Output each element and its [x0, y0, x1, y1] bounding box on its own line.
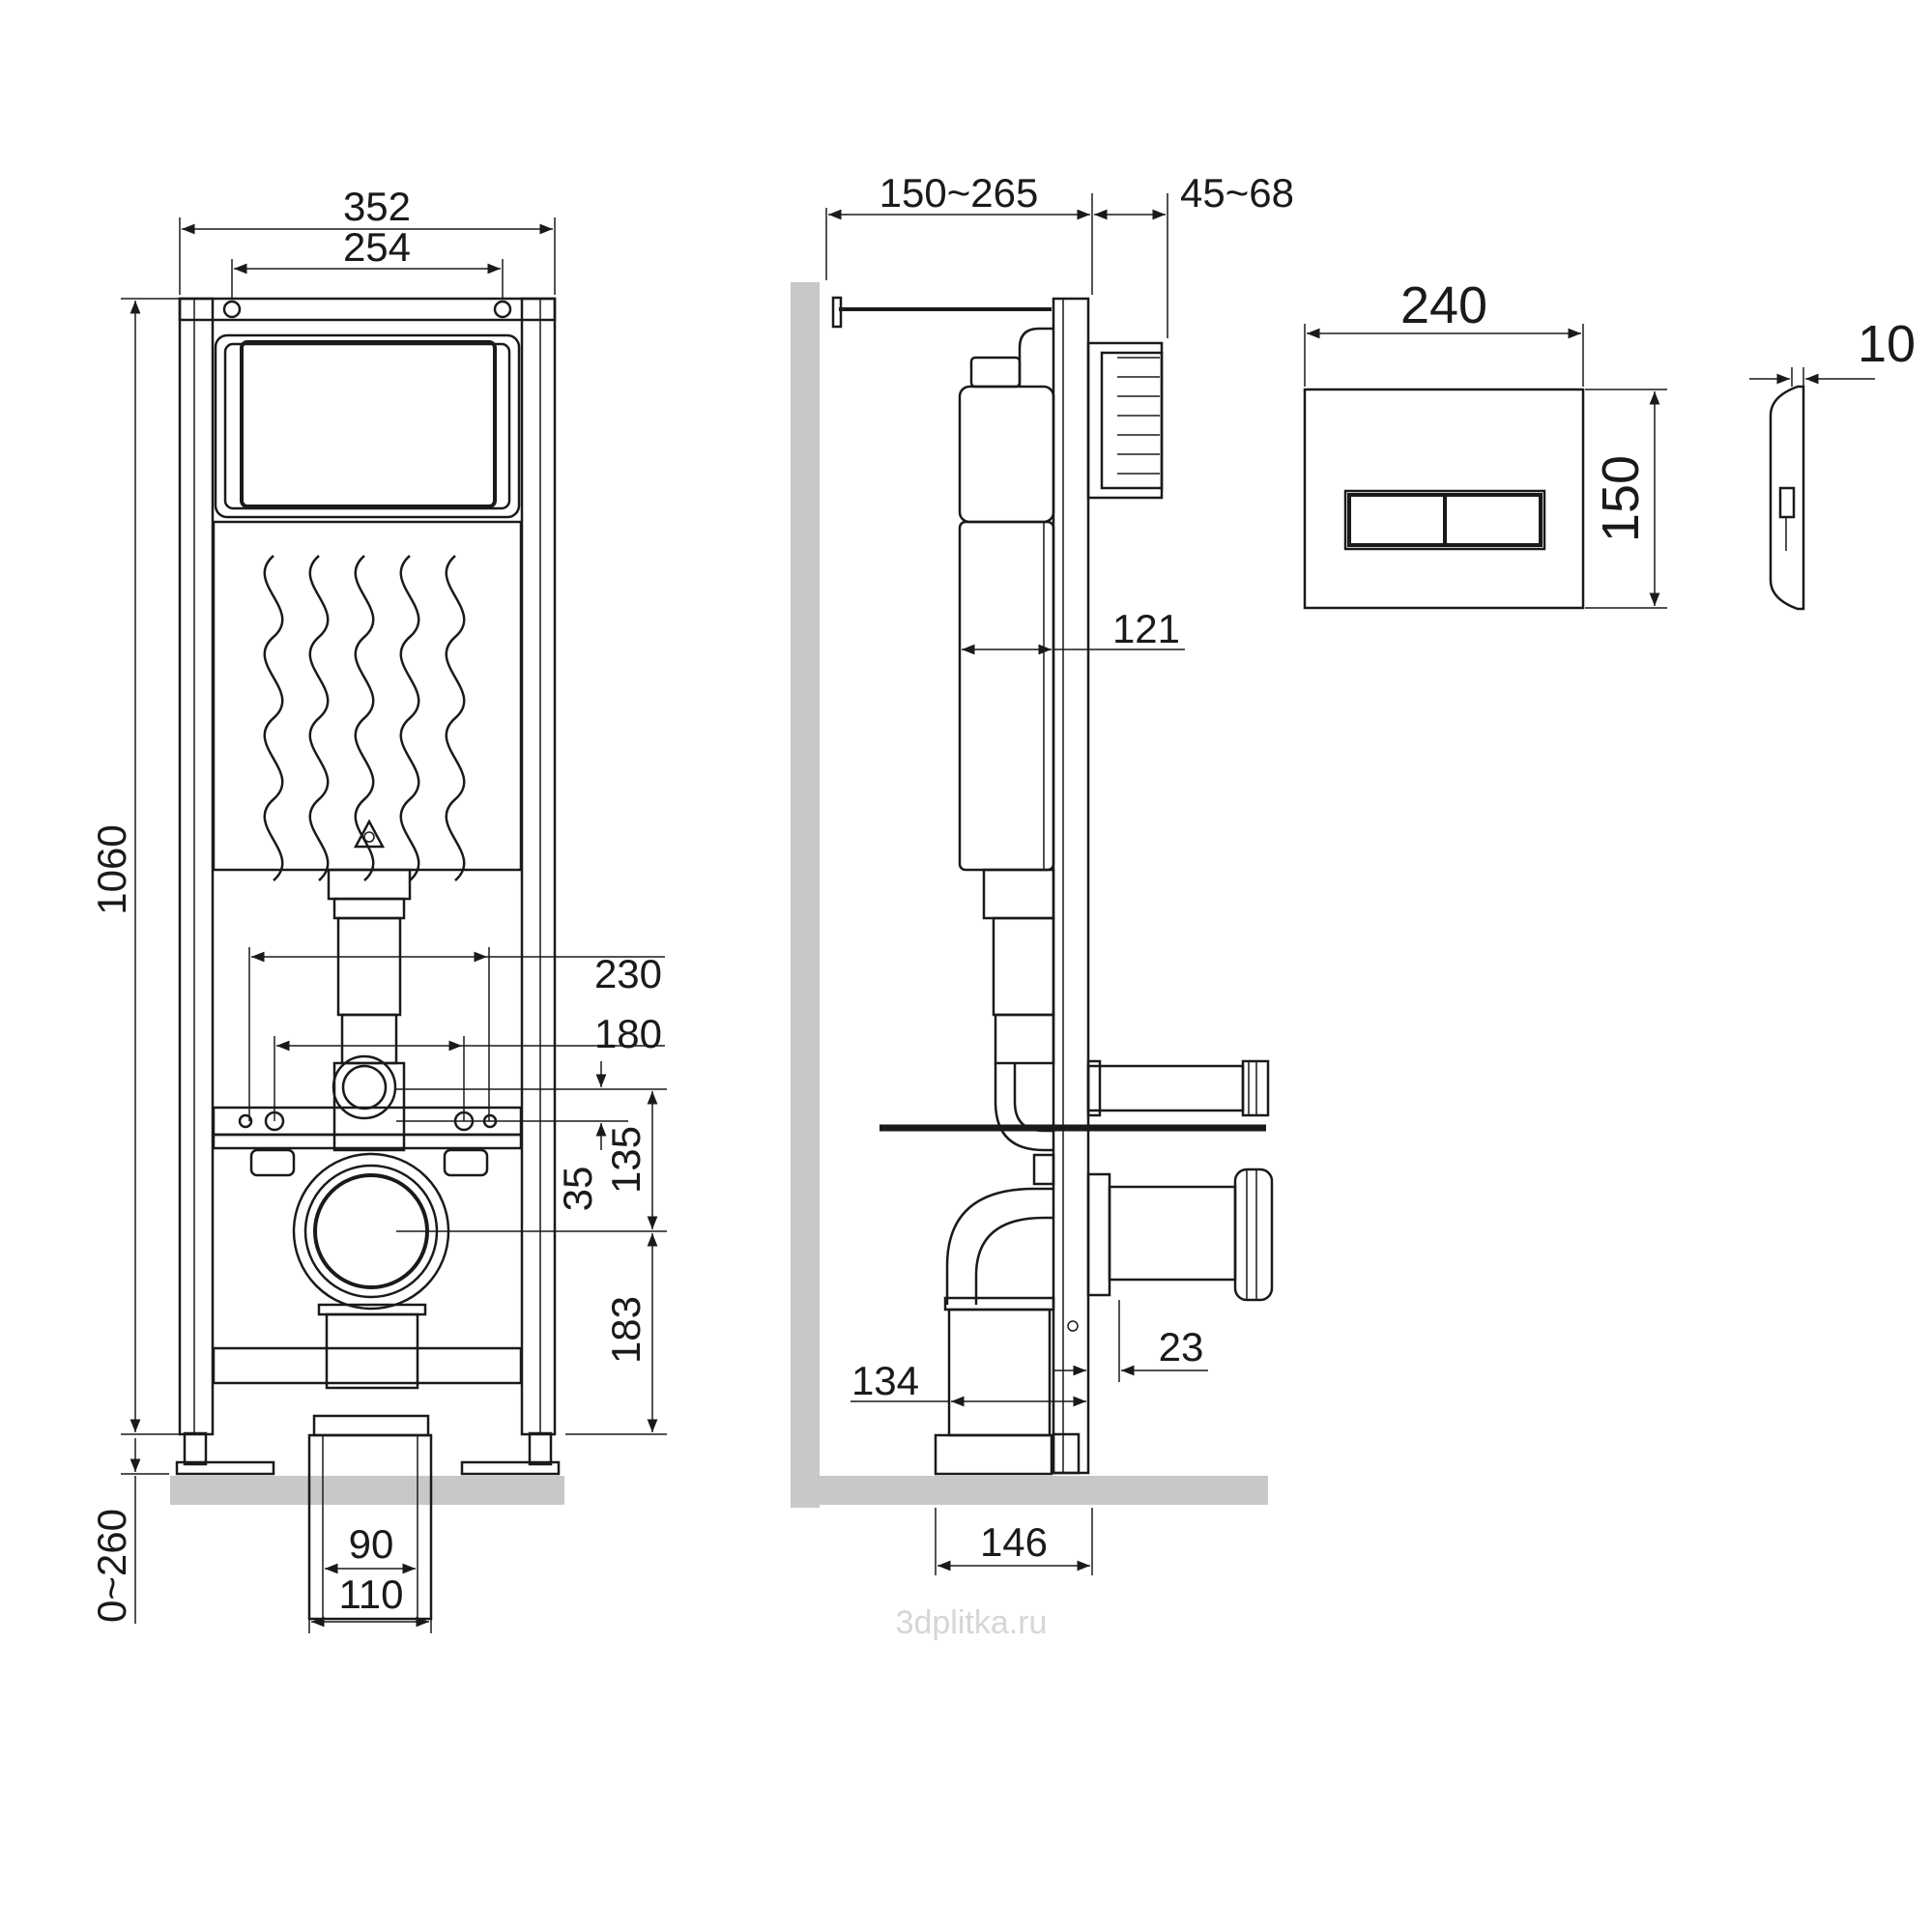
dim-tank-depth: 121 [1112, 606, 1180, 651]
drain-elbow [945, 1187, 1053, 1305]
dim-wall-gap: 150~265 [879, 170, 1039, 216]
front-view [170, 297, 564, 1621]
dim-button-adjust: 45~68 [1180, 170, 1294, 216]
frame-left-post [178, 297, 215, 1436]
dim-outlet-offset: 23 [1159, 1324, 1204, 1370]
flush-plate-dimensions [1304, 324, 1875, 609]
dim-plate-thickness: 10 [1858, 315, 1916, 373]
side-dimension-labels: 150~265 45~68 121 23 134 146 [851, 170, 1294, 1565]
dim-outlet-gap: 135 [603, 1126, 649, 1194]
flush-button-housing [1086, 341, 1164, 500]
flush-plate-front [1303, 388, 1585, 610]
flush-plate-labels: 240 150 10 [1400, 276, 1916, 542]
front-floor [170, 1476, 564, 1505]
frame-right-post [520, 297, 557, 1436]
flush-opening [214, 333, 521, 519]
dim-pipe-offset: 35 [555, 1167, 600, 1212]
dim-mount-outer: 230 [594, 951, 662, 996]
water-inlet [332, 1054, 397, 1120]
dim-plate-width: 240 [1400, 276, 1487, 334]
frame-top-bar [178, 297, 557, 322]
watermark: 3dplitka.ru [896, 1604, 1048, 1641]
dim-total-width: 352 [343, 184, 411, 229]
logo-mark [353, 819, 386, 849]
supply-hose [1086, 1064, 1245, 1112]
dim-outlet-height: 183 [603, 1296, 649, 1364]
cistern-wave-pattern [263, 555, 466, 881]
cistern-profile [958, 385, 1055, 524]
dim-drain-inner: 90 [349, 1521, 394, 1567]
dim-drain-outer: 110 [339, 1572, 404, 1617]
dim-base-depth: 146 [980, 1519, 1048, 1565]
side-frame [1052, 297, 1090, 1475]
flush-plate-profile [1769, 385, 1805, 611]
flush-buttons [1343, 489, 1546, 551]
flush-plate-outline [1303, 388, 1585, 610]
dim-plate-height: 150 [1592, 455, 1650, 542]
side-view [791, 282, 1274, 1508]
front-dimension-labels: 352 254 1060 0~260 230 180 35 135 183 90… [89, 184, 662, 1623]
side-wall [791, 282, 820, 1508]
dim-inner-width: 254 [343, 224, 411, 270]
dim-height: 1060 [89, 824, 134, 914]
dim-leg-adjust: 0~260 [89, 1509, 134, 1623]
front-dimensions [121, 217, 667, 1633]
side-floor [791, 1476, 1268, 1505]
dim-mount-inner: 180 [594, 1011, 662, 1056]
outlet-spigot [1108, 1185, 1237, 1282]
cistern [212, 520, 523, 872]
side-dimensions [825, 193, 1208, 1575]
dim-pipe-depth: 134 [851, 1358, 919, 1403]
